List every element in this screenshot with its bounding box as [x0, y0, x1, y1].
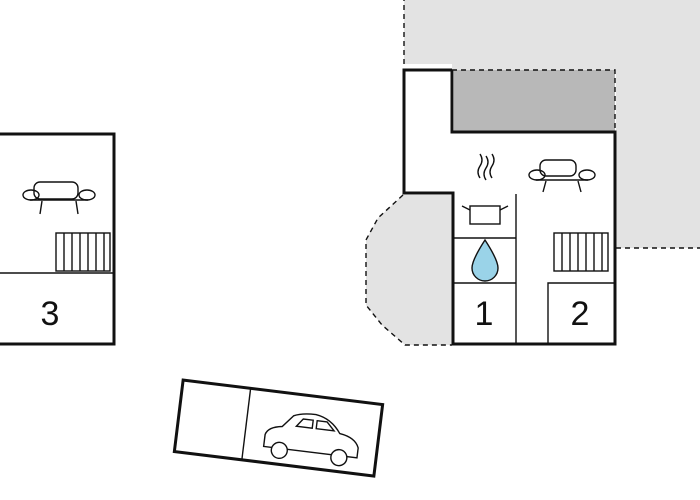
covered-outline [452, 69, 616, 132]
covered-area [454, 70, 615, 132]
radiator-icon [553, 232, 609, 272]
patio-area [366, 195, 452, 345]
terrace-area [404, 0, 700, 248]
patio-outline [365, 194, 452, 346]
sofa-icon [528, 159, 596, 193]
main-house-walls [402, 68, 617, 346]
sofa-icon [22, 181, 96, 215]
cooking-pot-icon [461, 153, 509, 225]
radiator-icon [55, 232, 111, 272]
water-drop-icon [471, 238, 499, 282]
room-3-label: 3 [41, 295, 60, 333]
parking-space [172, 378, 385, 478]
room-2-label: 2 [571, 295, 590, 333]
room-2-box [547, 282, 615, 344]
left-building-walls [0, 132, 116, 346]
room-1-label: 1 [475, 295, 494, 333]
terrace-outline [403, 0, 700, 249]
car-icon [262, 413, 359, 467]
